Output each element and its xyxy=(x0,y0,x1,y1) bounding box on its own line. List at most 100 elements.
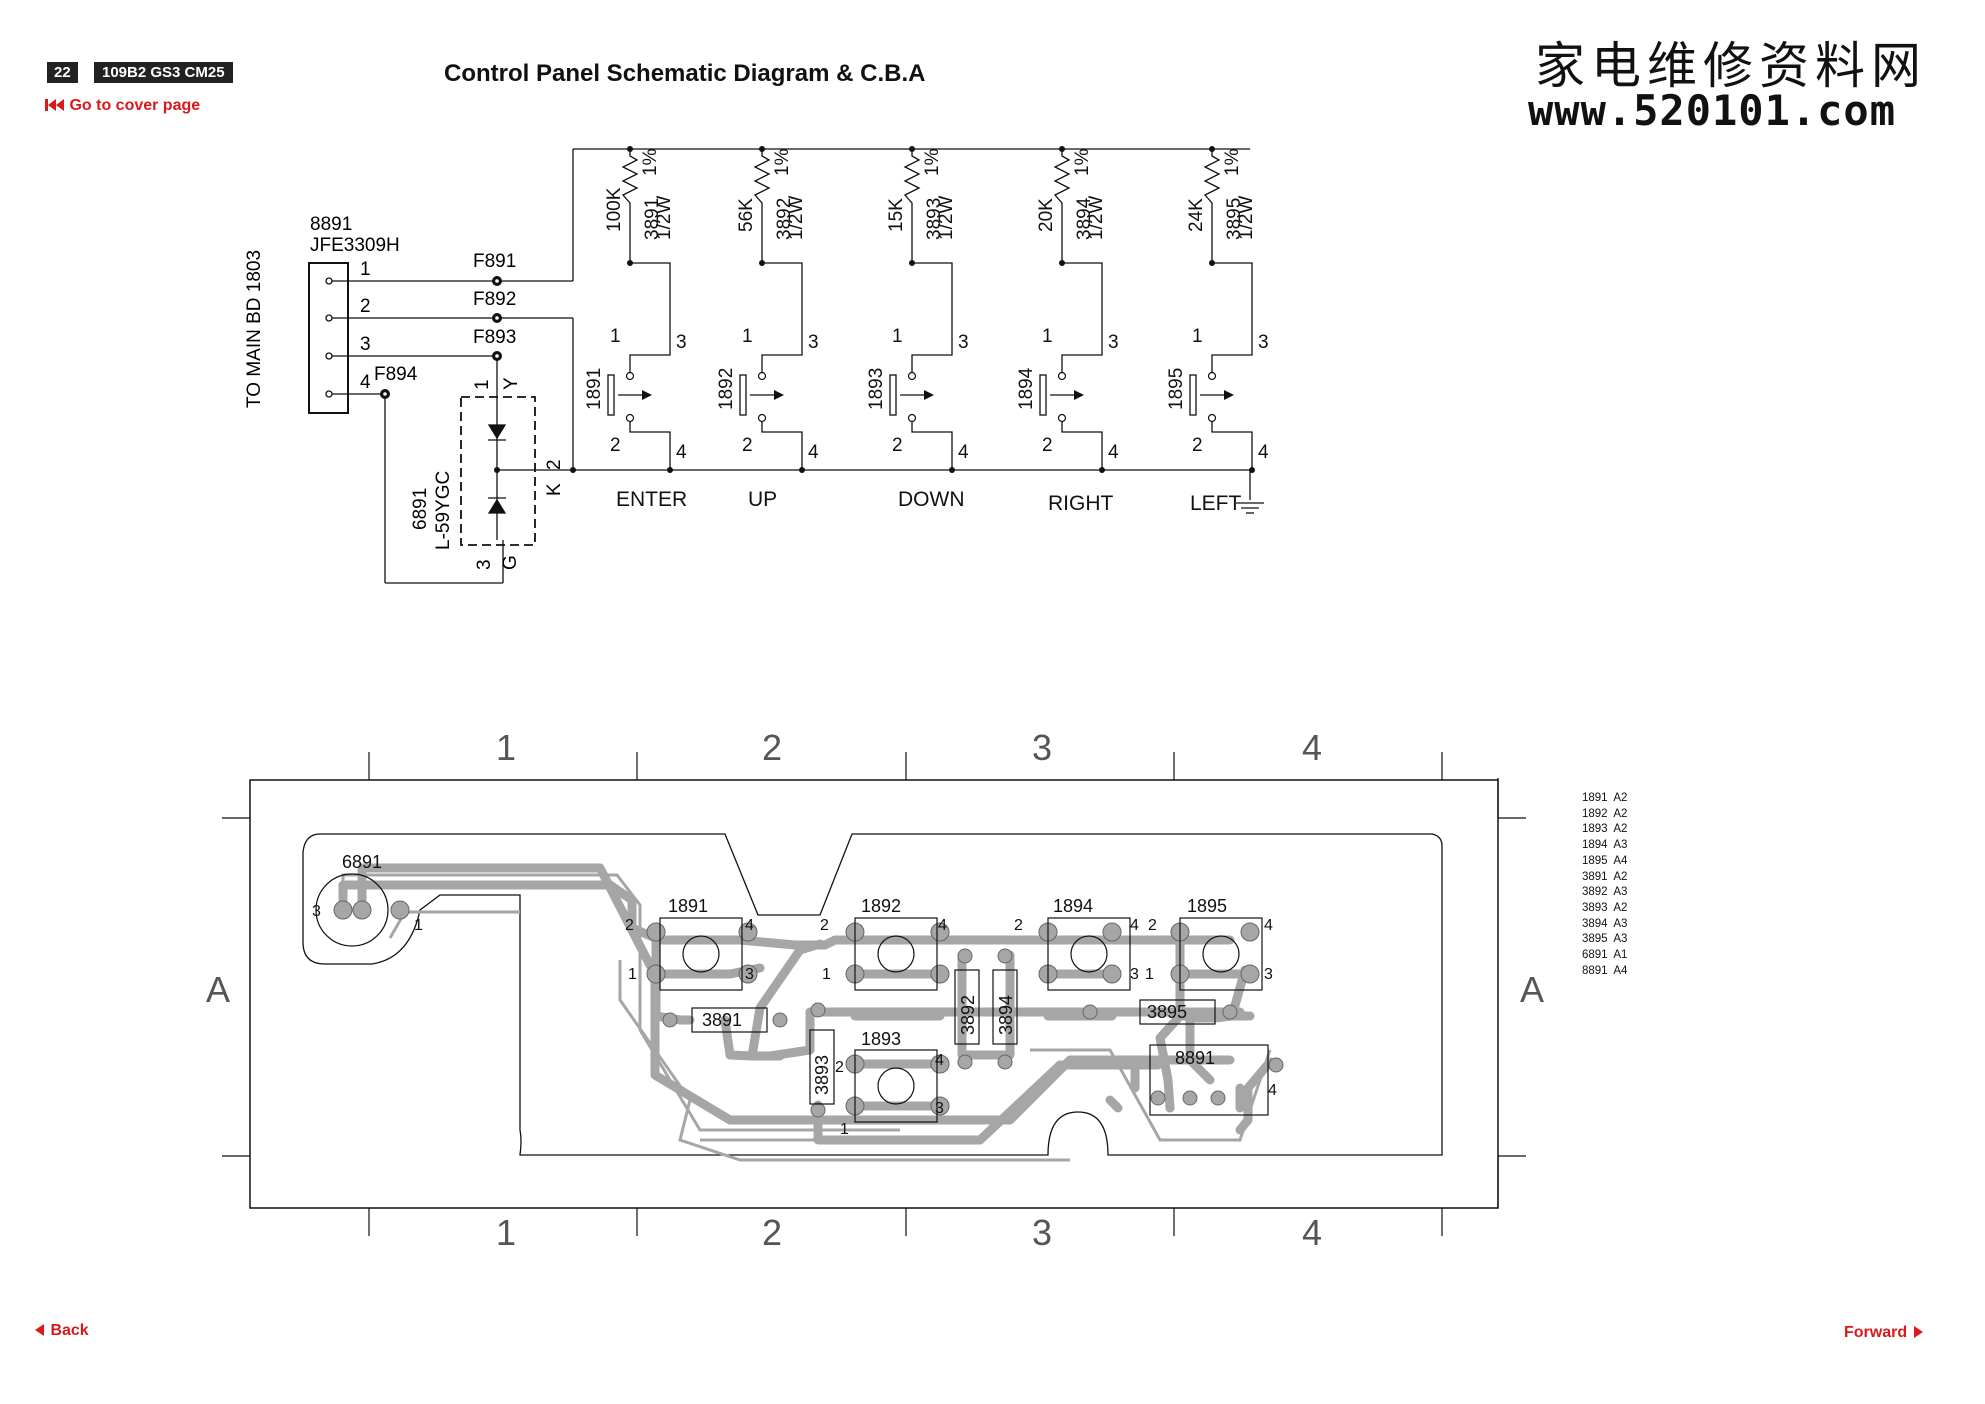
pushbutton-actuator xyxy=(739,374,747,416)
pcb-pin-label: 4 xyxy=(1264,917,1273,934)
pcb-pin-label: 4 xyxy=(938,917,947,934)
pcb-component-label: 3893 xyxy=(812,1055,832,1095)
switch-function-label: RIGHT xyxy=(1048,492,1114,515)
switch-wire xyxy=(911,262,953,372)
resistor-tolerance: 1% xyxy=(1222,148,1243,176)
triangle-right-icon xyxy=(1913,1326,1923,1338)
pcb-component-label: 1893 xyxy=(861,1029,901,1049)
legend-item: 1895 A4 xyxy=(1582,854,1628,867)
switch-pin-label: 3 xyxy=(1258,332,1269,353)
connector-part: JFE3309H xyxy=(310,235,400,256)
junction-dot xyxy=(949,467,955,473)
pushbutton-arrowhead xyxy=(774,390,784,400)
back-button[interactable]: Back xyxy=(34,1322,89,1340)
switch-pin-label: 3 xyxy=(958,332,969,353)
pcb-component-label: 6891 xyxy=(342,852,382,872)
switch-contact xyxy=(757,413,767,423)
led-pin-label: 3 xyxy=(474,559,495,570)
led-part: L-59YGC xyxy=(433,471,454,550)
page-number: 22 xyxy=(47,62,78,83)
switch-pin-label: 4 xyxy=(958,442,969,463)
switch-pin-label: 1 xyxy=(1042,326,1053,347)
resistor-power: 1/2W xyxy=(936,196,957,240)
pcb-column-label: 3 xyxy=(1032,727,1052,768)
junction-dot xyxy=(799,467,805,473)
resistor-tolerance: 1% xyxy=(772,148,793,176)
pcb-pin-label: 3 xyxy=(312,903,321,920)
switch-function-label: UP xyxy=(748,488,777,511)
switch-pin-label: 3 xyxy=(808,332,819,353)
pin-label: 3 xyxy=(360,334,371,355)
switch-pin-label: 4 xyxy=(1108,442,1119,463)
switch-wire xyxy=(911,422,953,470)
pin-label: 2 xyxy=(360,296,371,317)
legend-item: 1893 A2 xyxy=(1582,823,1628,836)
junction-dot xyxy=(759,146,765,152)
switch-pin-label: 2 xyxy=(1192,435,1203,456)
switch-contact xyxy=(1207,413,1217,423)
switch-ref: 1895 xyxy=(1166,368,1187,410)
cover-link[interactable]: Go to cover page xyxy=(45,97,200,115)
forward-button[interactable]: Forward xyxy=(1844,1324,1924,1342)
switch-wire xyxy=(761,262,803,372)
pushbutton-arrowhead xyxy=(642,390,652,400)
resistor-tolerance: 1% xyxy=(640,148,661,176)
legend-item: 3893 A2 xyxy=(1582,901,1628,914)
switch-pin-label: 1 xyxy=(1192,326,1203,347)
pcb-column-label: 2 xyxy=(762,727,782,768)
switch-ref: 1891 xyxy=(584,368,605,410)
resistor-symbol xyxy=(903,149,921,263)
pin-label: 4 xyxy=(360,372,371,393)
pcb-column-label: 1 xyxy=(496,1212,516,1253)
junction-dot xyxy=(667,467,673,473)
pcb-component-label: 1891 xyxy=(668,896,708,916)
pcb-column-label: 4 xyxy=(1302,727,1322,768)
junction-dot xyxy=(1099,467,1105,473)
pcb-pin-label: 1 xyxy=(414,917,423,934)
pushbutton-arrowhead xyxy=(924,390,934,400)
pcb-pin-label: 2 xyxy=(820,917,829,934)
resistor-symbol xyxy=(753,149,771,263)
switch-contact xyxy=(1057,413,1067,423)
resistor-symbol xyxy=(621,149,639,263)
legend-item: 3895 A3 xyxy=(1582,933,1628,946)
resistor-value: 15K xyxy=(886,198,907,232)
switch-contact xyxy=(625,371,635,381)
led-ref: 6891 xyxy=(410,488,431,530)
resistor-power: 1/2W xyxy=(1086,196,1107,240)
led-pin-label: K xyxy=(544,483,565,496)
switch-ref: 1893 xyxy=(866,368,887,410)
pcb-column-label: 3 xyxy=(1032,1212,1052,1253)
switch-pin-label: 4 xyxy=(808,442,819,463)
resistor-value: 100K xyxy=(604,187,625,232)
test-point-label: F893 xyxy=(473,327,516,348)
switch-pin-label: 4 xyxy=(676,442,687,463)
connector-ref: 8891 xyxy=(310,214,352,235)
led-pin-label: Y xyxy=(501,377,522,390)
switch-ref: 1892 xyxy=(716,368,737,410)
led-pin-label: 2 xyxy=(544,459,565,470)
resistor-value: 24K xyxy=(1186,198,1207,232)
led-pin-label: G xyxy=(500,555,521,570)
watermark-chinese: 家电维修资料网 xyxy=(1535,37,1927,95)
pcb-component-label: 8891 xyxy=(1175,1048,1215,1068)
switch-contact xyxy=(757,371,767,381)
pcb-pin-label: 4 xyxy=(1130,917,1139,934)
resistor-value: 56K xyxy=(736,198,757,232)
legend-item: 8891 A4 xyxy=(1582,964,1628,977)
switch-pin-label: 2 xyxy=(742,435,753,456)
legend-item: 3894 A3 xyxy=(1582,917,1628,930)
resistor-symbol xyxy=(1053,149,1071,263)
pcb-pin-label: 4 xyxy=(1268,1082,1277,1099)
pcb-pin-label: 2 xyxy=(1014,917,1023,934)
pushbutton-actuator xyxy=(1039,374,1047,416)
switch-contact xyxy=(907,371,917,381)
switch-contact xyxy=(625,413,635,423)
watermark-url: www.520101.com xyxy=(1528,86,1897,135)
pcb-pin-label: 4 xyxy=(745,917,754,934)
switch-pin-label: 3 xyxy=(676,332,687,353)
pcb-component-label: 3895 xyxy=(1147,1002,1187,1022)
pcb-pin-label: 1 xyxy=(822,966,831,983)
pin-label: 1 xyxy=(360,259,371,280)
resistor-power: 1/2W xyxy=(654,196,675,240)
